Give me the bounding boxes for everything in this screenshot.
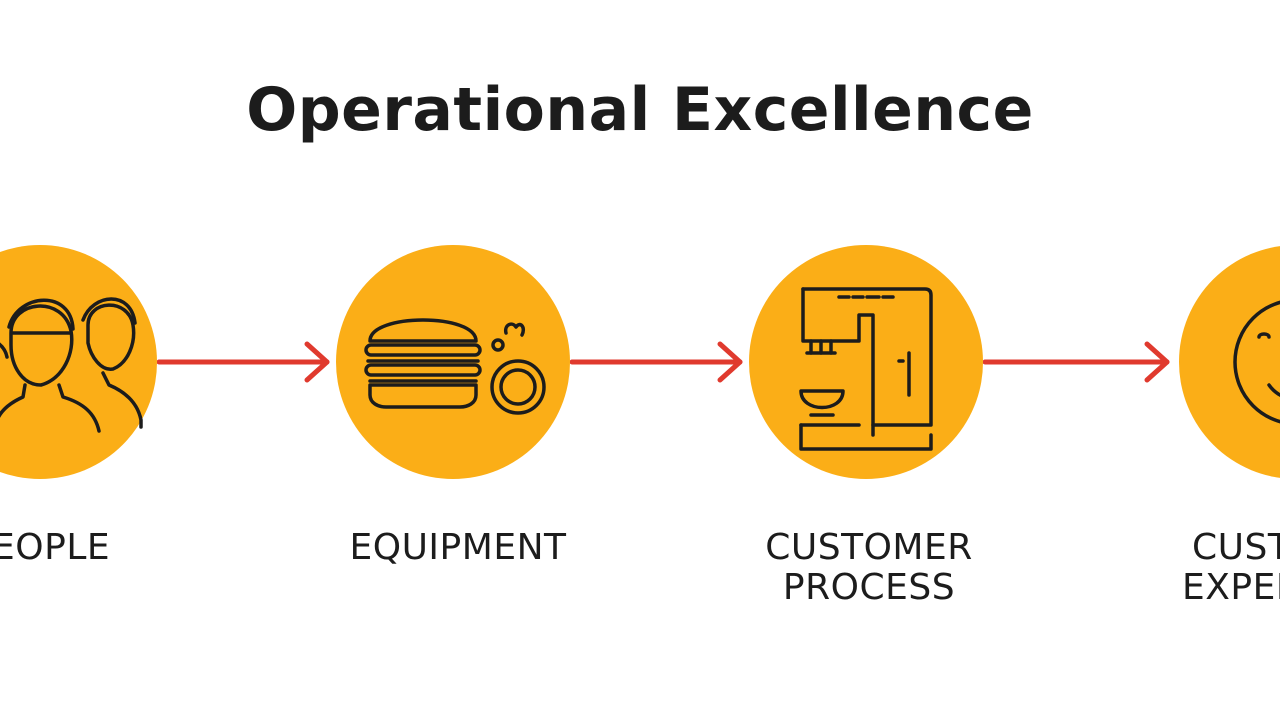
flow-arrow-1 [156, 332, 335, 392]
people-icon [0, 297, 143, 433]
customer-process-label-line-1: CUSTOMER [765, 527, 973, 568]
burger-plate-icon [364, 318, 546, 415]
customer-process-label: CUSTOMER PROCESS [719, 528, 1019, 608]
diagram-title: Operational Excellence [246, 75, 1034, 145]
equipment-step-circle [336, 245, 570, 479]
customer-experience-step-circle [1179, 245, 1280, 479]
smiley-face-icon [1233, 300, 1280, 424]
flow-arrow-2 [569, 332, 748, 392]
customer-process-step-circle [749, 245, 983, 479]
equipment-label-line: EQUIPMENT [349, 527, 567, 568]
people-step-circle [0, 245, 157, 479]
coffee-machine-icon [799, 287, 933, 451]
customer-experience-label-line-1: CUSTOMER [1192, 527, 1280, 568]
equipment-label: EQUIPMENT [308, 528, 608, 568]
people-label-line: PEOPLE [0, 527, 111, 568]
customer-experience-label: CUSTOMER EXPERIENCE [1130, 528, 1280, 608]
customer-process-label-line-2: PROCESS [782, 567, 956, 608]
people-label: PEOPLE [0, 528, 190, 568]
customer-experience-label-line-2: EXPERIENCE [1182, 567, 1280, 608]
flow-arrow-3 [982, 332, 1175, 392]
